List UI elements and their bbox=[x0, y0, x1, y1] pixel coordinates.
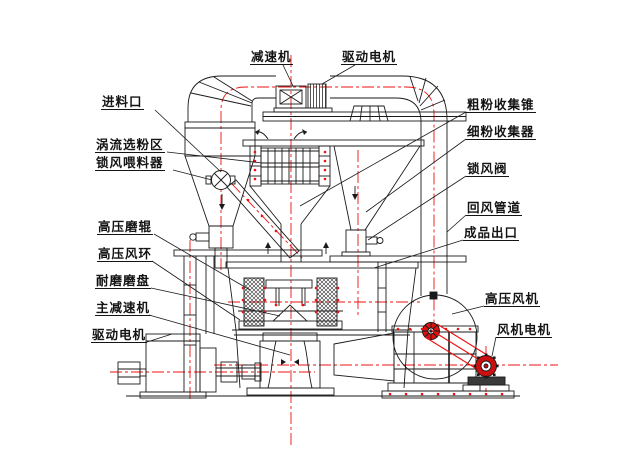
motor-base-left bbox=[139, 391, 207, 399]
grinding-disc-base bbox=[238, 320, 343, 330]
airlock-feeder-valve bbox=[205, 170, 236, 190]
label-hp-roller: 高压磨辊 bbox=[97, 219, 154, 236]
label-feed-inlet: 进料口 bbox=[101, 94, 144, 111]
duct-joint-block bbox=[429, 291, 438, 300]
top-drive-group bbox=[187, 75, 467, 296]
fan-motor-unit bbox=[462, 353, 510, 392]
leader-lines bbox=[146, 64, 497, 357]
drive-motor-top-unit bbox=[307, 83, 327, 109]
duct-fin-piece bbox=[349, 105, 389, 122]
grinding-roller-left bbox=[243, 277, 265, 327]
drive-train-left bbox=[117, 333, 262, 399]
mill-body bbox=[225, 261, 419, 389]
label-product-outlet: 成品出口 bbox=[463, 225, 520, 242]
label-drive-motor-top: 驱动电机 bbox=[341, 49, 398, 66]
drive-motor-left-unit bbox=[145, 333, 201, 393]
roller-yoke bbox=[265, 279, 313, 289]
feed-chute bbox=[226, 179, 300, 259]
label-drive-motor-left: 驱动电机 bbox=[91, 327, 148, 344]
grinding-roller-right bbox=[316, 277, 338, 327]
vortex-turbine-grid bbox=[260, 147, 320, 185]
label-return-duct: 回风管道 bbox=[466, 200, 523, 217]
label-vortex-zone: 涡流选粉区 bbox=[95, 137, 165, 154]
return-air-duct-shape bbox=[330, 75, 448, 296]
red-detail-dots bbox=[241, 150, 504, 396]
left-air-duct bbox=[187, 75, 276, 122]
fan-assembly bbox=[333, 291, 515, 399]
coupling-a bbox=[220, 361, 238, 383]
label-wear-disc: 耐磨磨盘 bbox=[95, 273, 152, 290]
fan-base-lower bbox=[381, 390, 515, 399]
grinding-disc-cone bbox=[271, 304, 309, 322]
label-fan-motor: 风机电机 bbox=[496, 322, 553, 339]
flow-arrows bbox=[219, 186, 358, 254]
mid-pillar bbox=[205, 256, 215, 334]
classifier bbox=[242, 129, 425, 262]
reducer-unit bbox=[275, 85, 307, 109]
label-fine-collector: 细粉收集器 bbox=[466, 124, 536, 141]
left-cyclone bbox=[184, 121, 256, 269]
classifier-top-plate bbox=[242, 139, 425, 147]
label-coarse-powder-cone: 粗粉收集锥 bbox=[466, 97, 536, 114]
airlock-valve-box bbox=[345, 229, 367, 253]
fan-hub bbox=[422, 322, 440, 340]
label-hp-fan: 高压风机 bbox=[484, 291, 541, 308]
gearbox-base bbox=[246, 387, 335, 396]
label-airlock-valve: 锁风阀 bbox=[466, 161, 509, 178]
label-reducer: 减速机 bbox=[250, 49, 293, 66]
gearbox-pedestal bbox=[246, 332, 335, 396]
label-airlock-feeder: 锁风喂料器 bbox=[95, 155, 165, 172]
jack-stand bbox=[117, 361, 141, 385]
right-legs bbox=[377, 262, 387, 332]
support-platforms bbox=[126, 249, 520, 397]
fan-inlet-duct bbox=[333, 332, 395, 382]
motor-base-plate bbox=[273, 107, 333, 113]
label-hp-air-ring: 高压风环 bbox=[97, 246, 154, 263]
fan-base-upper bbox=[387, 382, 481, 392]
left-leg bbox=[183, 256, 197, 392]
coarse-powder-collection-cone bbox=[249, 185, 331, 262]
label-main-reducer: 主减速机 bbox=[95, 300, 152, 317]
